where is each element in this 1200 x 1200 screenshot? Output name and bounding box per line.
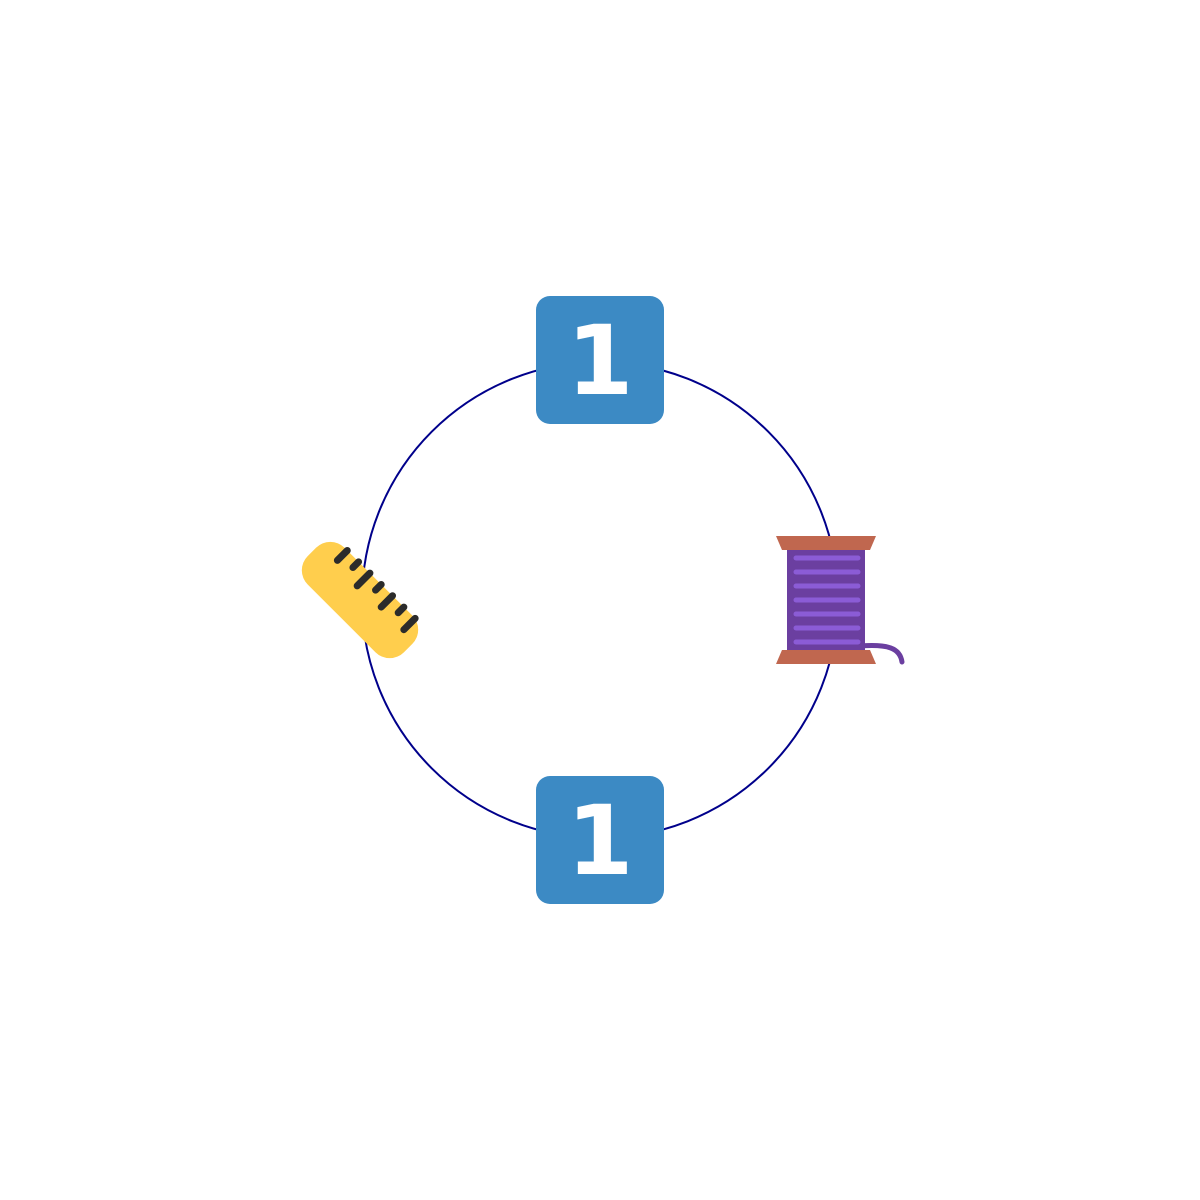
ruler-icon (290, 530, 430, 670)
keycap-digit: 1 (566, 785, 634, 897)
keycap-1-icon: 1 (536, 776, 664, 904)
keycap-digit: 1 (566, 305, 634, 417)
thread-spool-icon (770, 530, 910, 670)
keycap-1-icon: 1 (536, 296, 664, 424)
